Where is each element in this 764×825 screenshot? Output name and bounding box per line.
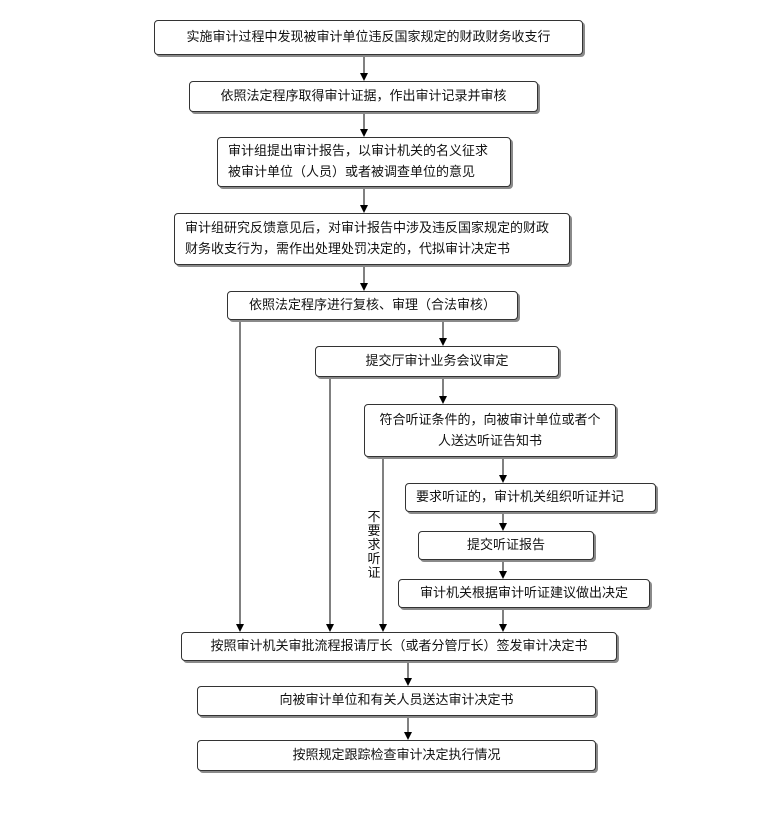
step-organize-hearing-text: 要求听证的，审计机关组织听证并记 — [416, 489, 625, 505]
step-hearing-notice-text: 符合听证条件的，向被审计单位或者个人送达听证告知书 — [379, 412, 601, 449]
step-draft-decision: 审计组研究反馈意见后，对审计报告中涉及违反国家规定的财政财务收支行为，需作出处理… — [174, 213, 570, 265]
step-deliver-decision: 向被审计单位和有关人员送达审计决定书 — [197, 686, 596, 716]
step-track-execution: 按照规定跟踪检查审计决定执行情况 — [197, 740, 596, 771]
step-discover-violation: 实施审计过程中发现被审计单位违反国家规定的财政财务收支行 — [154, 20, 583, 55]
step-sign-decision: 按照审计机关审批流程报请厅长（或者分管厅长）签发审计决定书 — [181, 632, 617, 661]
step-audit-report-opinion-text: 审计组提出审计报告，以审计机关的名义征求被审计单位（人员）或者被调查单位的意见 — [228, 144, 489, 180]
step-obtain-evidence-text: 依照法定程序取得审计证据，作出审计记录并审核 — [220, 88, 507, 104]
step-organize-hearing: 要求听证的，审计机关组织听证并记 — [405, 483, 656, 512]
step-audit-report-opinion: 审计组提出审计报告，以审计机关的名义征求被审计单位（人员）或者被调查单位的意见 — [217, 137, 511, 187]
step-sign-decision-text: 按照审计机关审批流程报请厅长（或者分管厅长）签发审计决定书 — [210, 638, 588, 654]
step-track-execution-text: 按照规定跟踪检查审计决定执行情况 — [292, 747, 501, 763]
step-discover-violation-text: 实施审计过程中发现被审计单位违反国家规定的财政财务收支行 — [186, 29, 551, 45]
step-obtain-evidence: 依照法定程序取得审计证据，作出审计记录并审核 — [189, 81, 538, 112]
edge-label-no-hearing: 不要求听证 — [367, 510, 381, 581]
step-business-meeting: 提交厅审计业务会议审定 — [315, 346, 559, 377]
step-hearing-decision: 审计机关根据审计听证建议做出决定 — [398, 579, 650, 608]
step-hearing-report-text: 提交听证报告 — [466, 537, 545, 553]
step-hearing-notice: 符合听证条件的，向被审计单位或者个人送达听证告知书 — [364, 404, 616, 457]
step-draft-decision-text: 审计组研究反馈意见后，对审计报告中涉及违反国家规定的财政财务收支行为，需作出处理… — [185, 221, 550, 257]
step-business-meeting-text: 提交厅审计业务会议审定 — [365, 353, 509, 369]
step-review: 依照法定程序进行复核、审理（合法审核） — [227, 291, 518, 320]
step-hearing-decision-text: 审计机关根据审计听证建议做出决定 — [419, 585, 628, 601]
step-hearing-report: 提交听证报告 — [418, 531, 594, 560]
step-deliver-decision-text: 向被审计单位和有关人员送达审计决定书 — [279, 693, 514, 708]
step-review-text: 依照法定程序进行复核、审理（合法审核） — [248, 297, 496, 313]
